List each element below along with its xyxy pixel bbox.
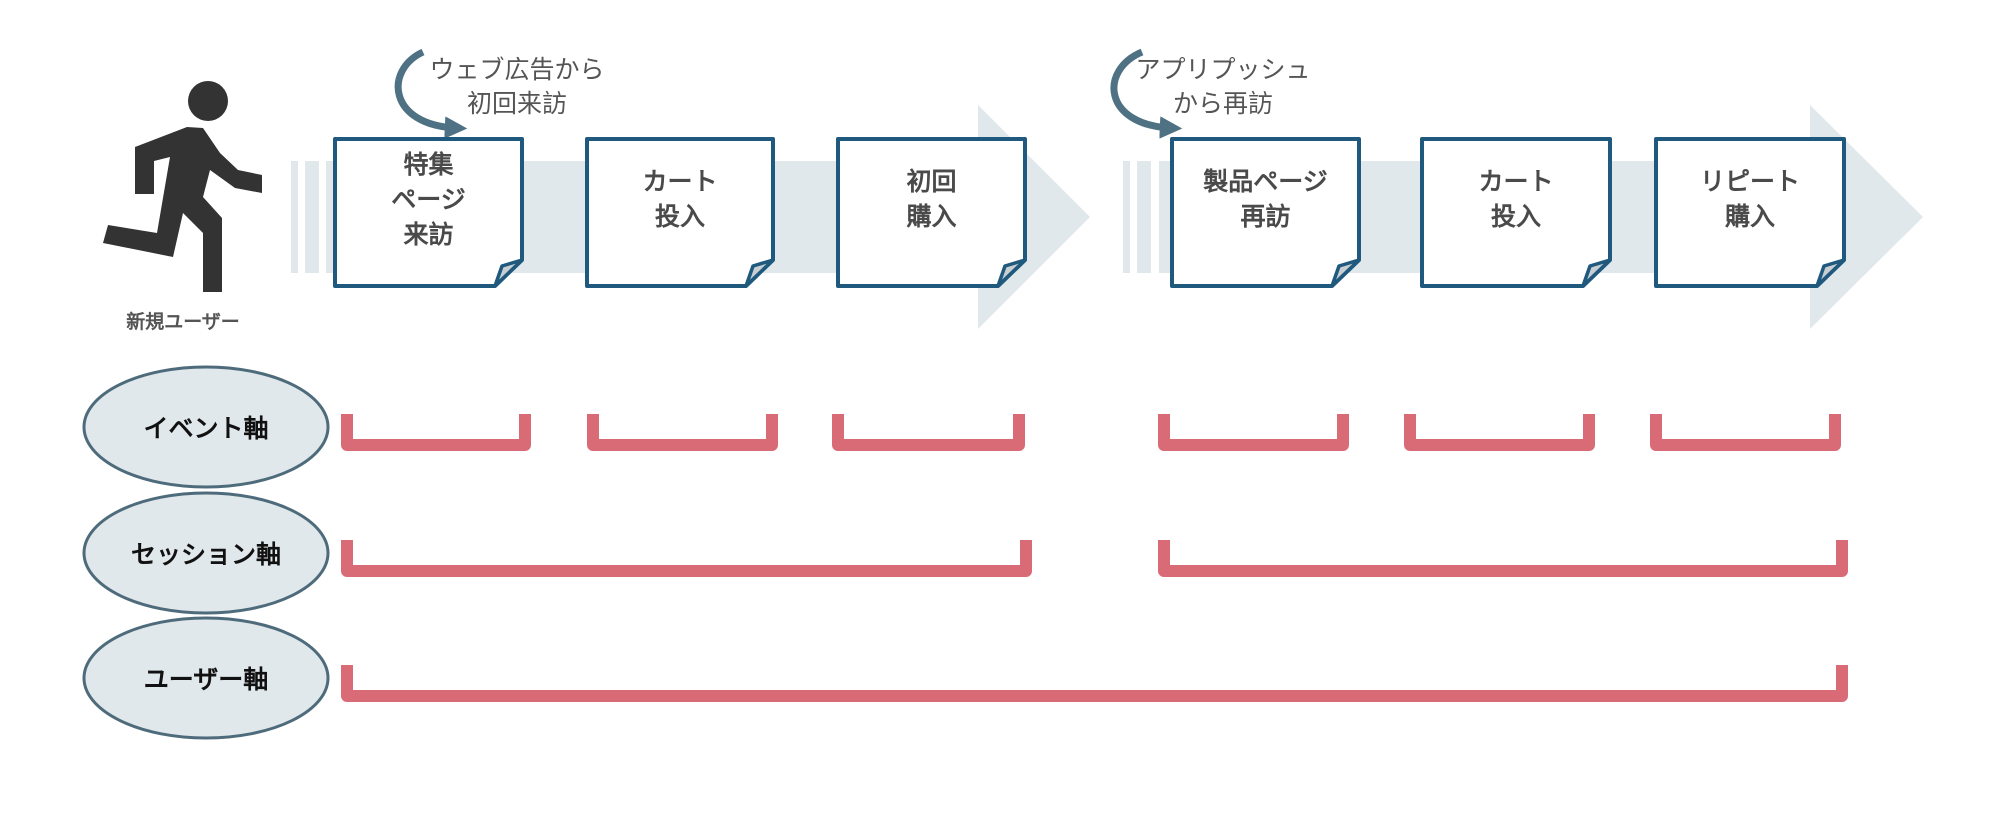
span-bracket-session [1158, 540, 1848, 577]
step-card-label: カート投入 [1422, 164, 1610, 234]
step-card [585, 137, 775, 288]
arrow-tail-stripe [1137, 161, 1151, 273]
span-bracket-user [341, 665, 1848, 702]
entry-curve-arrows [394, 48, 1183, 139]
step-card [836, 137, 1027, 288]
axis-ellipse-user [82, 616, 330, 740]
step-card-line: 購入 [1724, 202, 1775, 231]
running-person-icon [103, 81, 262, 292]
step-card-line: 初回 [906, 167, 957, 196]
arrow-tail-stripe [291, 161, 298, 273]
step-card-label: カート投入 [587, 164, 773, 234]
span-bracket-event [1404, 414, 1595, 451]
step-card-line: 購入 [906, 202, 957, 231]
actor-label: 新規ユーザー [126, 311, 240, 333]
folded-corner-icon [996, 258, 1027, 288]
span-bracket-event [1158, 414, 1349, 451]
step-card [333, 137, 524, 288]
step-card [1170, 137, 1361, 288]
entry-note-line: アプリプッシュ [1135, 55, 1311, 84]
entry-note: アプリプッシュから再訪 [1103, 53, 1343, 121]
step-card [1420, 137, 1612, 288]
step-card-line: カート [1478, 167, 1554, 196]
step-card-line: カート [642, 167, 718, 196]
step-card-label: 特集ページ来訪 [335, 147, 522, 252]
step-card-line: 投入 [654, 202, 705, 231]
step-card-line: 来訪 [403, 220, 454, 249]
arrow-tail-stripe [1123, 161, 1130, 273]
axis-label-event: イベント軸 [143, 414, 269, 443]
folded-corner-icon [1330, 258, 1361, 288]
step-card-label: 初回購入 [838, 164, 1025, 234]
folded-corner-icon [493, 258, 524, 288]
span-bracket-event [1650, 414, 1841, 451]
axis-ellipses [82, 365, 330, 740]
folded-corner-icon [744, 258, 775, 288]
step-card-line: ページ [391, 185, 466, 214]
step-card-line: 製品ページ [1203, 167, 1328, 196]
step-card-line: 投入 [1490, 202, 1541, 231]
folded-corner-icon [1815, 258, 1846, 288]
step-cards [333, 137, 1846, 288]
span-bracket-session [341, 540, 1032, 577]
arrow-tail-stripe [305, 161, 319, 273]
step-card-line: 特集 [403, 150, 454, 179]
step-card [1654, 137, 1846, 288]
entry-note-line: ウェブ広告から [429, 55, 605, 84]
step-card-label: リピート購入 [1656, 164, 1844, 234]
entry-note-line: から再訪 [1172, 89, 1273, 118]
step-card-line: リピート [1699, 167, 1800, 196]
span-bracket-event [832, 414, 1025, 451]
folded-corner-icon [1581, 258, 1612, 288]
span-bracket-event [587, 414, 778, 451]
span-bracket-event [341, 414, 531, 451]
curved-arrow-icon [1110, 48, 1183, 139]
curved-arrow-icon [394, 48, 468, 139]
step-card-line: 再訪 [1240, 202, 1291, 231]
entry-note: ウェブ広告から初回来訪 [397, 53, 637, 121]
axis-brackets [341, 414, 1848, 702]
axis-ellipse-session [82, 491, 330, 615]
step-card-label: 製品ページ再訪 [1172, 164, 1359, 234]
axis-label-user: ユーザー軸 [143, 665, 269, 694]
entry-note-line: 初回来訪 [466, 89, 567, 118]
axis-ellipse-event [82, 365, 330, 489]
axis-label-session: セッション軸 [130, 540, 281, 569]
